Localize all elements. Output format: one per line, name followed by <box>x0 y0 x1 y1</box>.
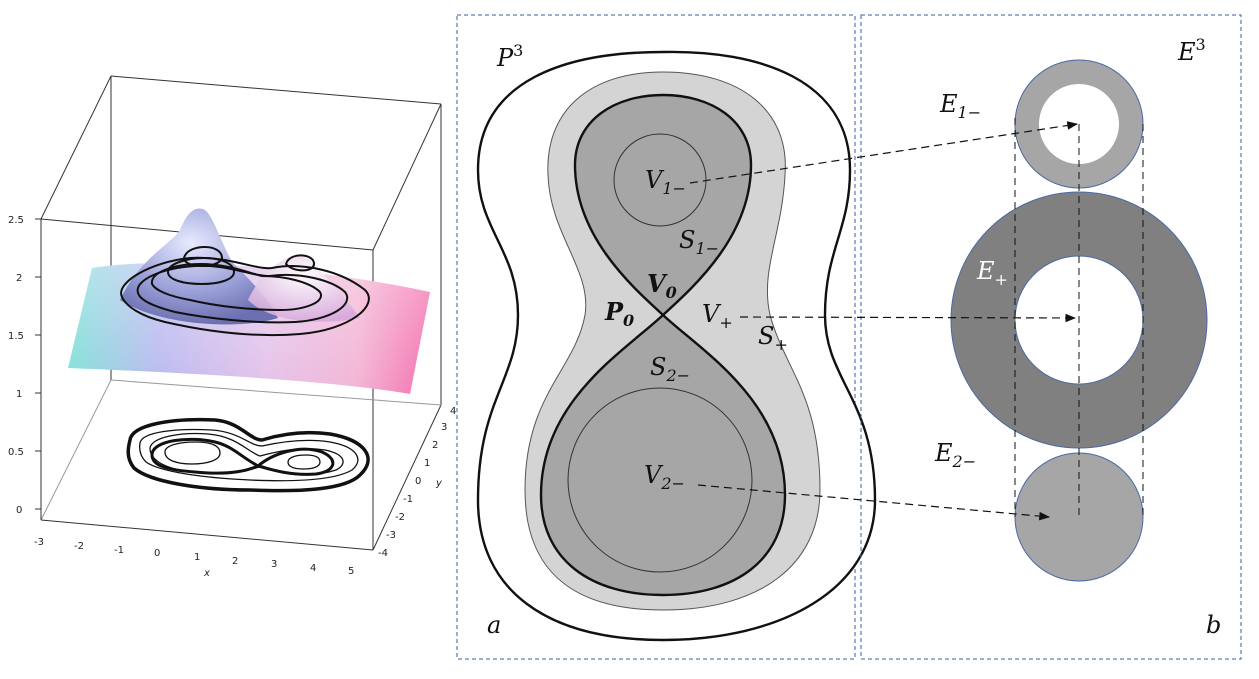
floor-contours <box>126 417 370 493</box>
x-tick: 1 <box>194 552 200 563</box>
surface-plot-3d: 2.5 2 1.5 1 0.5 0 -3 -2 -1 0 1 2 3 4 5 x <box>8 75 456 579</box>
x-tick: 4 <box>310 563 316 574</box>
y-tick: 1 <box>424 458 430 469</box>
panel-a-border <box>456 14 856 660</box>
lobe-lower <box>539 313 787 597</box>
label-v1-minus: V1− <box>645 166 686 198</box>
y-tick: 4 <box>450 406 456 417</box>
label-s1-minus: S1− <box>679 226 719 258</box>
construction-lines <box>1014 118 1144 517</box>
corner-label-a: a <box>487 611 501 639</box>
y-tick: -3 <box>386 530 396 541</box>
x-tick: 2 <box>232 556 238 567</box>
arrow-vplus-to-eplus <box>739 313 1077 323</box>
z-tick: 2.5 <box>8 215 24 226</box>
x-axis-label: x <box>203 568 210 579</box>
space-label-p3: P3 <box>496 41 523 72</box>
z-tick: 2 <box>16 273 22 284</box>
mapping-arrows <box>689 121 1079 521</box>
inner-circle-lower <box>567 387 753 573</box>
label-v2-minus: V2− <box>644 461 685 493</box>
x-tick: 0 <box>154 548 160 559</box>
label-e1-minus: E1− <box>939 90 981 122</box>
y-tick: 3 <box>441 422 447 433</box>
arrow-v1-to-e1 <box>689 121 1079 184</box>
y-tick: -2 <box>395 512 405 523</box>
label-p0: P0 <box>604 297 634 330</box>
y-tick: -4 <box>378 548 388 559</box>
z-tick: 1 <box>16 389 22 400</box>
x-tick: -3 <box>34 537 44 548</box>
panel-b: E3 E1− E+ E2− b <box>860 14 1242 660</box>
x-tick: -1 <box>114 545 124 556</box>
space-label-e3: E3 <box>1177 35 1206 66</box>
panel-a: P3 V1− S1− V0 P0 V+ S+ S2− V2− a <box>456 14 877 660</box>
y-axis: -4 -3 -2 -1 0 1 2 3 4 y <box>378 406 456 559</box>
z-axis: 2.5 2 1.5 1 0.5 0 <box>8 215 42 520</box>
corner-label-b: b <box>1206 611 1221 639</box>
label-e-plus: E+ <box>976 257 1008 289</box>
z-tick: 0 <box>16 505 22 516</box>
label-s2-minus: S2− <box>650 353 690 385</box>
y-axis-label: y <box>435 478 443 489</box>
label-e2-minus: E2− <box>934 439 976 471</box>
x-axis: -3 -2 -1 0 1 2 3 4 5 x <box>34 537 354 579</box>
label-v0: V0 <box>647 269 677 302</box>
label-v-plus: V+ <box>702 300 733 332</box>
label-s-plus: S+ <box>758 322 788 354</box>
lobe-upper <box>573 93 753 317</box>
x-tick: 5 <box>348 566 354 577</box>
x-tick: 3 <box>271 559 277 570</box>
panel-b-border <box>860 14 1242 660</box>
surface-peak-2 <box>248 255 360 322</box>
y-tick: 0 <box>415 476 421 487</box>
z-tick: 1.5 <box>8 331 24 342</box>
x-tick: -2 <box>74 541 84 552</box>
arrow-v2-to-e2 <box>697 484 1051 521</box>
surface-contours <box>120 245 370 337</box>
z-tick: 0.5 <box>8 447 24 458</box>
y-tick: -1 <box>403 494 413 505</box>
y-tick: 2 <box>432 440 438 451</box>
